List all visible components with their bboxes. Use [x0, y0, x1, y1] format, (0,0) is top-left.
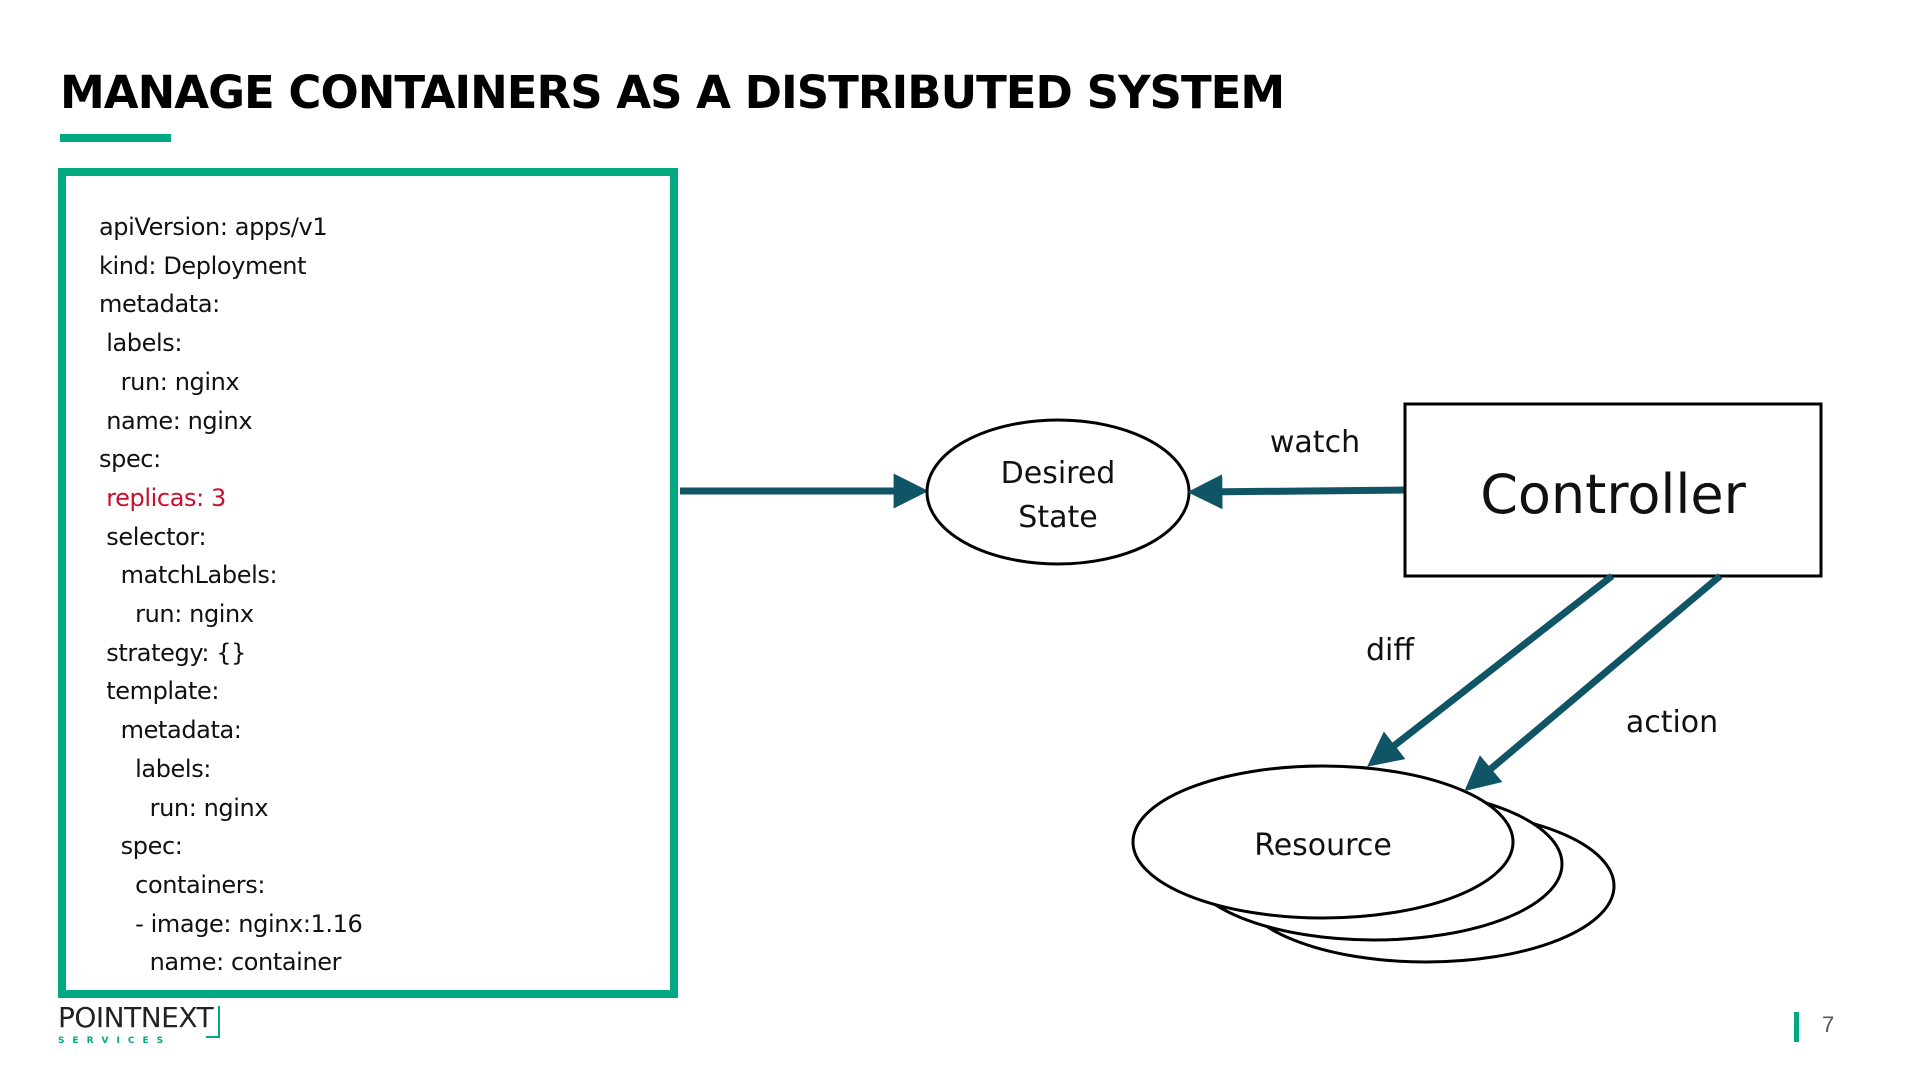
desired-state-ellipse [925, 418, 1191, 566]
manifest-line: strategy: {} [99, 638, 247, 667]
manifest-line: labels: [99, 754, 211, 783]
manifest-line: kind: Deployment [99, 251, 307, 280]
controller-label: Controller [1480, 463, 1746, 526]
resource-label: Resource [1254, 828, 1392, 863]
pointnext-logo: POINTNEXT SERVICES [58, 1001, 220, 1046]
manifest-line: selector: [99, 522, 207, 551]
manifest-line: run: nginx [99, 600, 254, 629]
manifest-line: - image: nginx:1.16 [99, 909, 363, 938]
manifest-line: template: [99, 677, 220, 706]
manifest-line: spec: [99, 445, 161, 474]
manifest-line: labels: [99, 329, 183, 358]
manifest-line: matchLabels: [99, 561, 278, 590]
logo-subtext: SERVICES [58, 1036, 172, 1046]
manifest-box: apiVersion: apps/v1 kind: Deployment metad… [58, 168, 678, 998]
manifest-line: run: nginx [99, 793, 269, 822]
logo-bracket [206, 1006, 220, 1038]
manifest-line: metadata: [99, 290, 220, 319]
manifest-line: containers: [99, 870, 266, 899]
controller-box [1403, 402, 1823, 578]
manifest-line: name: container [99, 948, 342, 977]
page-number-bar [1794, 1012, 1799, 1042]
action-arrow [1464, 573, 1723, 792]
watch-arrow [1187, 474, 1406, 510]
action-label: action [1626, 705, 1718, 740]
diff-label: diff [1366, 633, 1415, 668]
manifest-line-highlighted: replicas: 3 [99, 483, 226, 512]
manifest-line: spec: [99, 832, 183, 861]
watch-label: watch [1270, 425, 1360, 460]
manifest-code: apiVersion: apps/v1 kind: Deployment metad… [99, 208, 363, 982]
manifest-line: run: nginx [99, 367, 240, 396]
manifest-line: apiVersion: apps/v1 [99, 213, 328, 241]
manifest-line: metadata: [99, 716, 242, 745]
slide-title: MANAGE CONTAINERS AS A DISTRIBUTED SYSTE… [60, 66, 1285, 119]
logo-text: POINTNEXT [58, 1001, 214, 1034]
resource-ellipse-front [1131, 764, 1515, 920]
desired-state-label-line2: State [1018, 500, 1097, 535]
desired-state-label-line1: Desired [1001, 456, 1116, 491]
diff-arrow [1367, 573, 1615, 767]
title-underline [60, 134, 171, 142]
manifest-line: name: nginx [99, 406, 253, 435]
page-number: 7 [1822, 1012, 1835, 1037]
